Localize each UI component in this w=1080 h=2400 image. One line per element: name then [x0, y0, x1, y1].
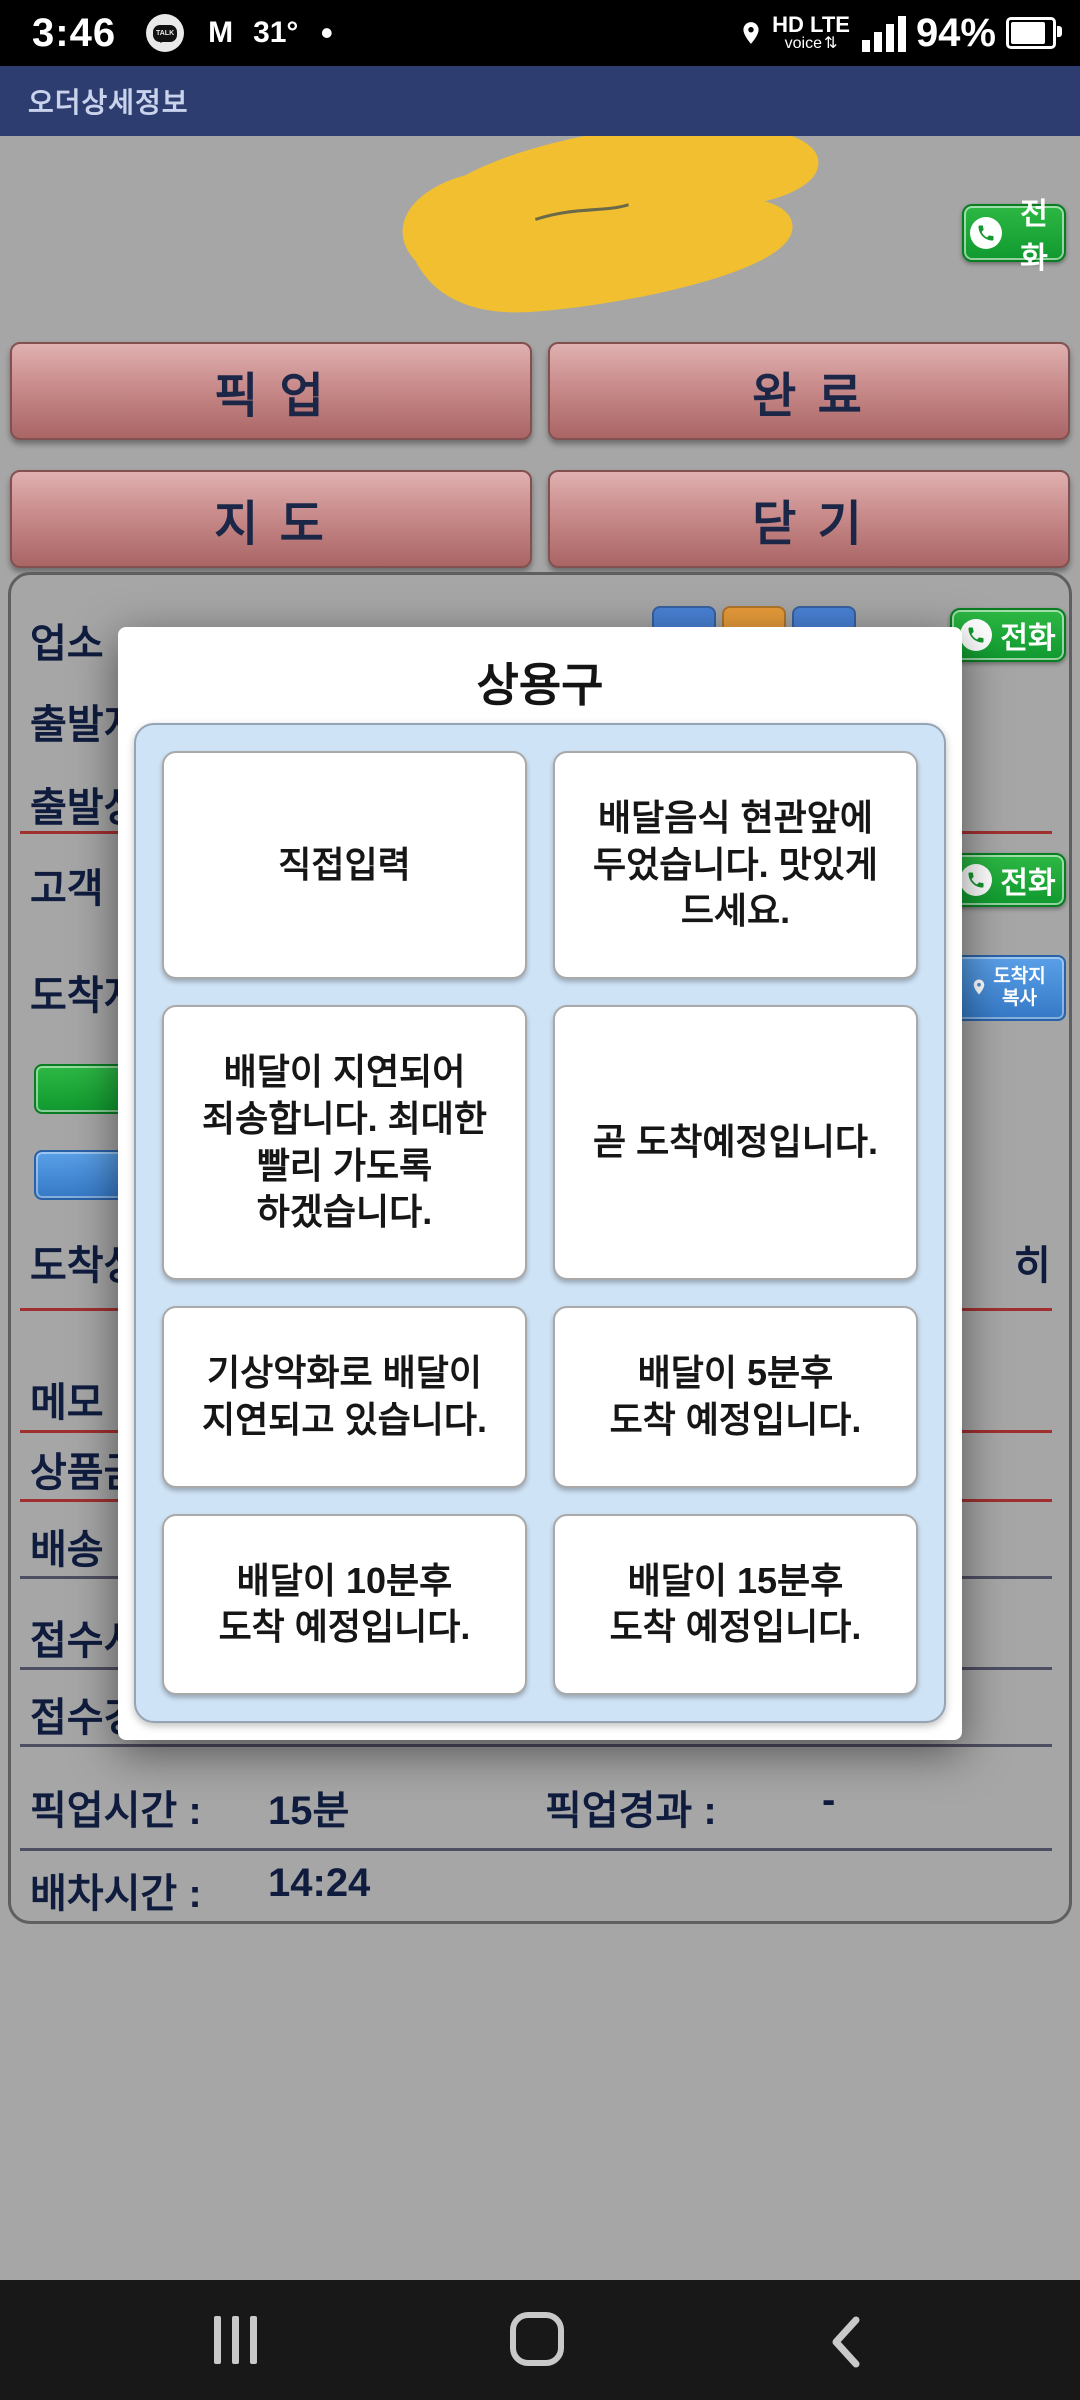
- divider: [20, 1848, 1052, 1851]
- kakaotalk-icon: TALK: [146, 14, 185, 52]
- dispatch-time-label: 배차시간 :: [30, 1872, 202, 1916]
- pickup-button[interactable]: 픽 업: [10, 342, 532, 440]
- network-indicator: HD LTE voice ⇅: [772, 13, 850, 53]
- pickup-time-label: 픽업시간 :: [30, 1789, 202, 1833]
- phone-icon: [960, 619, 993, 651]
- home-button[interactable]: [510, 2312, 564, 2366]
- temperature-label: 31°: [253, 16, 299, 49]
- phone-icon: [970, 217, 1002, 249]
- complete-button[interactable]: 완 료: [548, 342, 1070, 440]
- call-label: 전화: [1000, 622, 1056, 655]
- store-call-button[interactable]: 전화: [950, 608, 1066, 662]
- recents-button[interactable]: [214, 2316, 257, 2364]
- battery-percent: 94%: [915, 10, 996, 55]
- divider: [20, 1744, 1052, 1747]
- close-button[interactable]: 닫 기: [548, 470, 1070, 568]
- map-button[interactable]: 지 도: [10, 470, 532, 568]
- phrase-eta-5min[interactable]: 배달이 5분후 도착 예정입니다.: [553, 1306, 918, 1488]
- network-type-label: HD LTE: [772, 12, 850, 38]
- call-label: 전화: [1020, 198, 1048, 275]
- copy-line1: 도착지: [993, 966, 1046, 987]
- phrase-arriving-soon[interactable]: 곧 도착예정입니다.: [553, 1005, 918, 1281]
- android-nav-bar: [0, 2280, 1080, 2400]
- privacy-scribble: [402, 123, 819, 313]
- pin-icon: [970, 976, 988, 1001]
- hidden-green-button-fragment[interactable]: [34, 1064, 134, 1114]
- pickup-time-value: 15분: [268, 1789, 350, 1833]
- app-title-bar: 오더상세정보: [0, 66, 1080, 136]
- data-arrows-icon: ⇅: [824, 35, 838, 53]
- store-label: 업소: [30, 622, 104, 666]
- clock: 3:46: [32, 10, 117, 55]
- back-button[interactable]: [826, 2314, 864, 2370]
- location-icon: [738, 17, 764, 49]
- phrase-delay-apology[interactable]: 배달이 지연되어 죄송합니다. 최대한 빨리 가도록 하겠습니다.: [162, 1005, 527, 1281]
- phrase-grid: 직접입력 배달음식 현관앞에 두었습니다. 맛있게 드세요. 배달이 지연되어 …: [134, 723, 946, 1723]
- phrase-eta-15min[interactable]: 배달이 15분후 도착 예정입니다.: [553, 1513, 918, 1695]
- signal-strength-icon: [861, 14, 906, 52]
- customer-label: 고객: [30, 867, 104, 911]
- call-label: 전화: [1000, 867, 1056, 900]
- phrase-weather-delay[interactable]: 기상악화로 배달이 지연되고 있습니다.: [162, 1306, 527, 1488]
- volte-label: voice: [784, 35, 822, 53]
- notification-dot-icon: •: [320, 12, 334, 53]
- store-call-button-top[interactable]: 전화: [962, 198, 1066, 275]
- pickup-elapsed-value: -: [822, 1778, 836, 1822]
- phrase-left-at-door[interactable]: 배달음식 현관앞에 두었습니다. 맛있게 드세요.: [553, 751, 918, 980]
- delivery-fee-label: 배송: [30, 1528, 104, 1572]
- dispatch-time-value: 14:24: [268, 1861, 371, 1905]
- copy-line2: 복사: [1002, 988, 1037, 1009]
- phrase-modal: 상용구 직접입력 배달음식 현관앞에 두었습니다. 맛있게 드세요. 배달이 지…: [118, 627, 962, 1740]
- pickup-elapsed-label: 픽업경과 :: [545, 1789, 717, 1833]
- status-bar: 3:46 TALK M 31° • HD LTE voice ⇅ 94%: [0, 0, 1080, 66]
- destination-detail-fragment: 히: [1014, 1244, 1051, 1288]
- hidden-blue-button-fragment[interactable]: [34, 1150, 134, 1200]
- modal-title: 상용구: [476, 659, 604, 711]
- phrase-eta-10min[interactable]: 배달이 10분후 도착 예정입니다.: [162, 1513, 527, 1695]
- phone-icon: [960, 864, 993, 896]
- customer-call-button[interactable]: 전화: [950, 853, 1066, 907]
- phrase-direct-input[interactable]: 직접입력: [162, 751, 527, 980]
- copy-destination-button[interactable]: 도착지 복사: [950, 955, 1066, 1021]
- page-title: 오더상세정보: [28, 87, 189, 118]
- memo-label: 메모: [30, 1381, 104, 1425]
- carrier-label: M: [208, 16, 234, 49]
- battery-icon: [1006, 17, 1062, 49]
